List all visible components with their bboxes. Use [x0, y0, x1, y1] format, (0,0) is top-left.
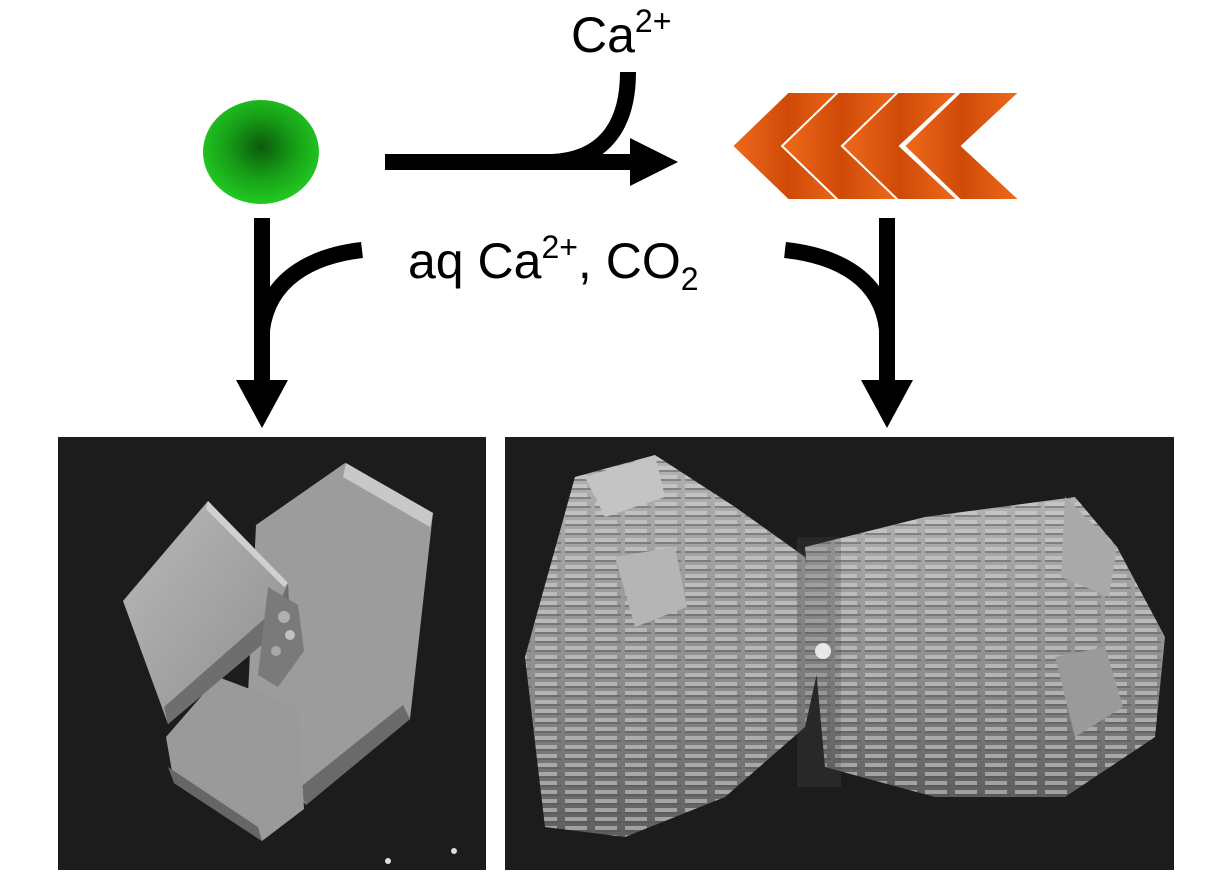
conditions-subscript: 2	[681, 261, 699, 297]
conditions-label: aq Ca2+, CO2	[408, 236, 699, 286]
top-reaction-arrow	[385, 72, 678, 186]
orange-chevron-stack-icon	[732, 92, 1020, 200]
calcium-label-charge: 2+	[635, 3, 671, 39]
conditions-mid: , CO	[578, 233, 681, 289]
calcium-label-base: Ca	[571, 7, 635, 63]
green-sphere-icon	[203, 100, 319, 204]
conditions-charge: 2+	[541, 229, 577, 265]
calcium-ion-label: Ca2+	[571, 10, 671, 60]
conditions-prefix: aq Ca	[408, 233, 541, 289]
right-down-arrow	[785, 218, 913, 428]
left-down-arrow	[236, 218, 362, 428]
sem-image-dumbbell-aggregate	[505, 437, 1174, 870]
sem-image-rhombohedral-crystals	[58, 437, 486, 870]
